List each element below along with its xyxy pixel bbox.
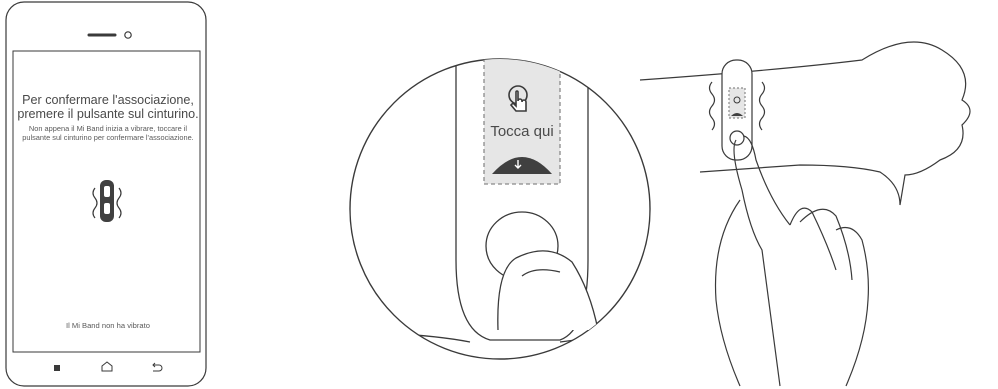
vibration-left-icon [710, 82, 715, 130]
band-not-vibrated-link[interactable]: Il Mi Band non ha vibrato [14, 321, 202, 330]
pairing-instruction-body: Non appena il Mi Band inizia a vibrare, … [14, 124, 202, 142]
zoom-detail [300, 40, 700, 359]
arm-outline [640, 42, 970, 205]
pairing-instruction-title: Per confermare l'associazione, premere i… [14, 93, 202, 121]
vibrating-band-icon [93, 180, 121, 222]
wrist-illustration [640, 42, 970, 386]
vibration-right-icon [760, 82, 765, 130]
home-icon[interactable] [102, 362, 112, 371]
phone-camera [125, 32, 131, 38]
back-icon[interactable] [153, 363, 162, 371]
pointing-finger [734, 140, 780, 386]
recent-apps-icon[interactable] [54, 365, 60, 371]
tap-here-label: Tocca qui [484, 123, 560, 140]
